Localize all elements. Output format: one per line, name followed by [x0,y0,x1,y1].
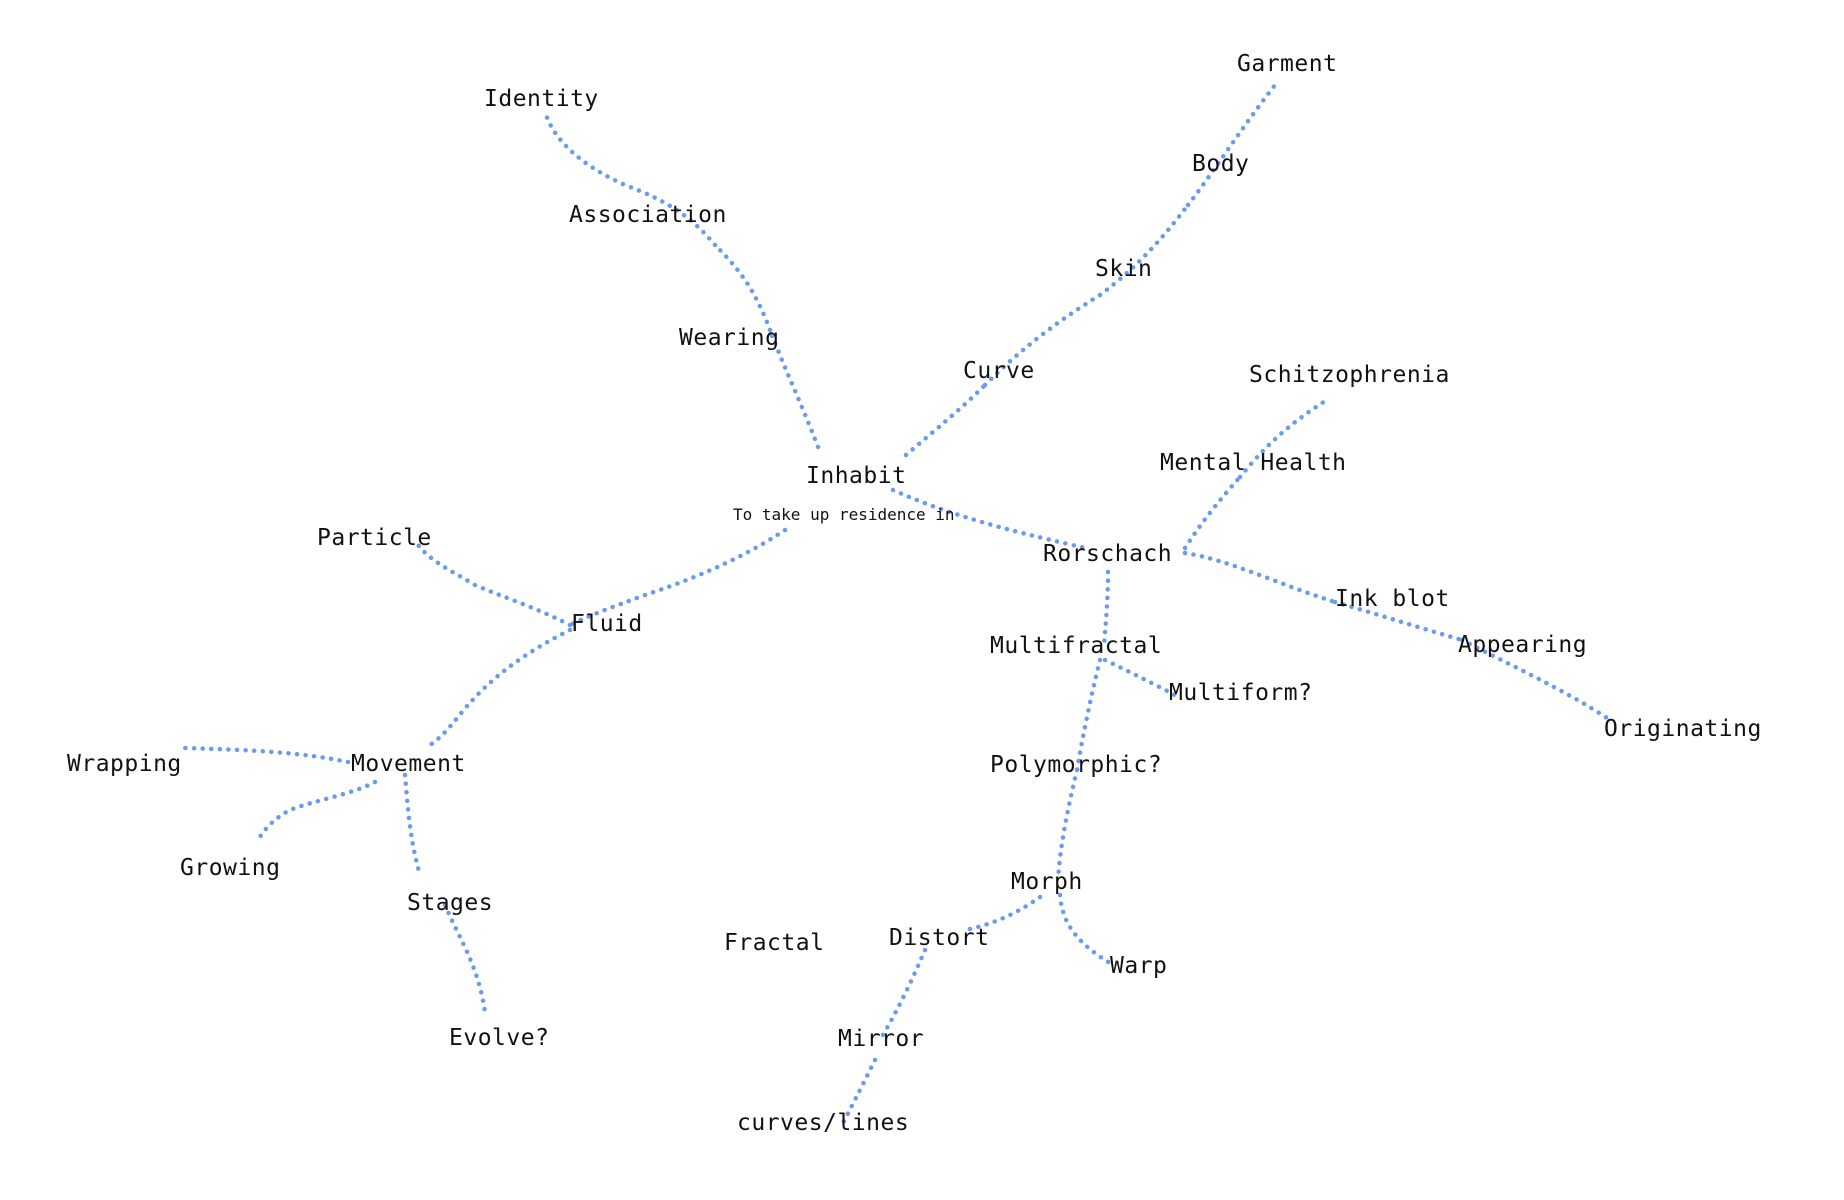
node-skin[interactable]: Skin [1095,256,1152,282]
node-curves-lines[interactable]: curves/lines [737,1110,909,1136]
edge-mental-health-schitzophrenia [1237,395,1333,480]
edge-multifractal-multiform [1102,657,1178,698]
edge-skin-body [1097,202,1191,298]
edge-wearing-association [712,242,773,333]
node-warp[interactable]: Warp [1110,953,1167,979]
edge-ink-blot-appearing [1332,599,1465,643]
edge-distort-mirror [877,947,928,1043]
edge-morph-warp [1057,892,1113,966]
edge-movement-growing [255,779,378,843]
edge-association-identity [543,112,718,248]
edge-stages-evolve [442,902,488,1015]
edge-movement-stages [402,772,423,878]
edge-inhabit-curve [903,382,988,458]
edge-multifractal-polymorphic [1074,657,1103,773]
node-polymorphic[interactable]: Polymorphic? [990,752,1162,778]
edge-fluid-particle [413,539,573,628]
edge-inhabit-fluid [567,527,788,628]
edge-inhabit-wearing [767,327,821,450]
node-center-definition: To take up residence in [733,505,955,524]
edge-fluid-movement [427,627,573,748]
node-mirror[interactable]: Mirror [838,1026,924,1052]
edge-morph-distort [962,894,1043,933]
edge-curve-skin [982,292,1103,388]
node-movement[interactable]: Movement [351,751,466,777]
node-association[interactable]: Association [569,202,727,228]
edge-appearing-originating [1459,637,1613,723]
node-labels: Inhabit To take up residence in Identity… [67,51,1762,1136]
edge-body-garment [1185,82,1278,208]
node-evolve[interactable]: Evolve? [449,1025,549,1051]
node-distort[interactable]: Distort [889,925,989,951]
node-fractal[interactable]: Fractal [724,930,824,956]
node-center[interactable]: Inhabit [806,463,906,489]
edge-polymorphic-morph [1055,767,1080,883]
node-identity[interactable]: Identity [484,86,599,112]
edge-rorschach-ink-blot [1182,550,1338,605]
edge-rorschach-mental-health [1182,474,1243,551]
node-fluid[interactable]: Fluid [571,611,643,637]
node-growing[interactable]: Growing [180,855,280,881]
node-particle[interactable]: Particle [317,525,432,551]
node-curve[interactable]: Curve [963,358,1035,384]
node-schitzophrenia[interactable]: Schitzophrenia [1249,362,1450,388]
node-wrapping[interactable]: Wrapping [67,751,182,777]
edge-inhabit-rorschach [890,487,1088,551]
node-appearing[interactable]: Appearing [1458,632,1587,658]
edge-rorschach-multifractal [1101,569,1111,648]
node-mental-health[interactable]: Mental Health [1160,450,1347,476]
node-multiform[interactable]: Multiform? [1169,680,1312,706]
node-wearing[interactable]: Wearing [679,325,779,351]
node-morph[interactable]: Morph [1011,869,1083,895]
node-garment[interactable]: Garment [1237,51,1337,77]
node-ink-blot[interactable]: Ink blot [1335,586,1450,612]
connector-lines [182,82,1613,1128]
node-stages[interactable]: Stages [407,890,493,916]
node-originating[interactable]: Originating [1604,716,1762,742]
node-body[interactable]: Body [1192,151,1249,177]
node-rorschach[interactable]: Rorschach [1043,541,1172,567]
edge-mirror-curves-lines [839,1057,878,1128]
node-multifractal[interactable]: Multifractal [990,633,1162,659]
edge-movement-wrapping [182,745,351,765]
